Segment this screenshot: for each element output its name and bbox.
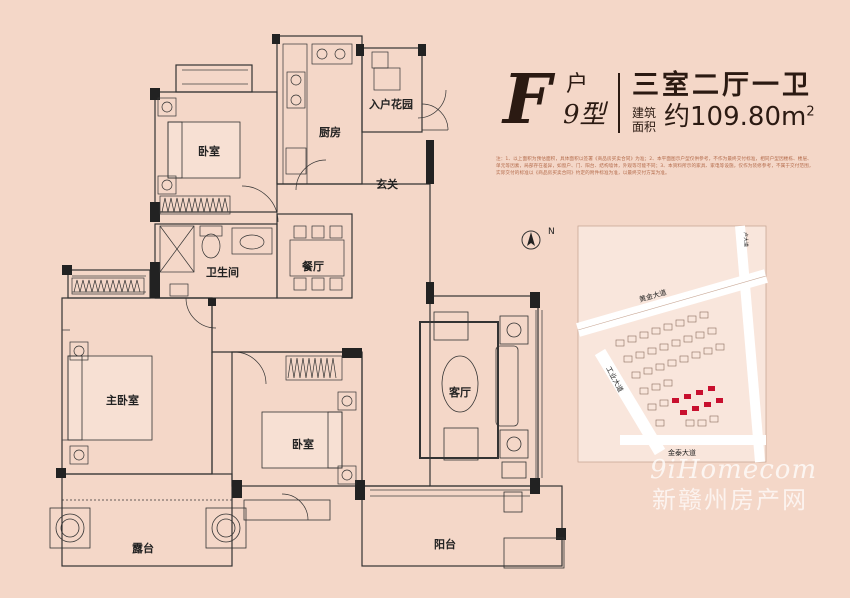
area-value: 约109.80m2 <box>664 104 815 130</box>
compass-label: N <box>548 227 555 237</box>
area-prefix: 约 <box>664 102 691 132</box>
area-label: 建筑面积 <box>632 106 657 134</box>
site-map: 黄金大道 工业大道 金泰大道 卢大道 <box>576 225 768 463</box>
beds <box>67 121 343 469</box>
room-master-bedroom: 主卧室 <box>106 393 139 407</box>
wall-outlines <box>61 35 563 567</box>
room-terrace: 露台 <box>132 541 154 555</box>
room-living: 客厅 <box>448 385 471 399</box>
compass: N <box>521 227 555 250</box>
layout-title: 三室二厅一卫 <box>632 70 812 101</box>
title-separator <box>618 73 620 133</box>
room-foyer: 玄关 <box>376 177 398 191</box>
watermark-cn: 新赣州房产网 <box>652 486 808 514</box>
living-furniture <box>419 311 529 513</box>
room-dining: 餐厅 <box>301 259 324 273</box>
terrace-planters <box>49 499 565 569</box>
room-bedroom-south: 卧室 <box>292 437 314 451</box>
highlighted-buildings <box>672 386 723 415</box>
wardrobes <box>71 195 343 381</box>
room-bedroom-north: 卧室 <box>198 144 220 158</box>
doors <box>185 89 447 521</box>
unit-hu: 户 <box>566 72 589 97</box>
room-bathroom: 卫生间 <box>206 265 239 279</box>
road-east-label: 卢大道 <box>742 232 750 247</box>
road-south-label: 金泰大道 <box>668 448 696 457</box>
dining-table <box>289 225 345 291</box>
room-kitchen: 厨房 <box>319 125 341 139</box>
room-entry-garden: 入户花园 <box>369 97 413 111</box>
watermark-script: 9iHomecom <box>650 455 818 485</box>
area-number: 109.80m <box>690 102 807 132</box>
area-superscript: 2 <box>806 104 815 120</box>
wall-columns <box>56 34 566 540</box>
kitchen-fixtures <box>282 43 353 185</box>
room-balcony: 阳台 <box>434 537 456 551</box>
disclaimer-note: 注：1、以上面积为预估面积，具体面积以签署《商品房买卖合同》为准；2、本平面图示… <box>496 157 814 176</box>
unit-letter: F <box>503 60 552 140</box>
bathroom-fixtures <box>159 225 273 297</box>
nightstands <box>69 97 357 485</box>
unit-type: 9型 <box>563 100 606 130</box>
entry-garden-fixtures <box>371 51 449 131</box>
